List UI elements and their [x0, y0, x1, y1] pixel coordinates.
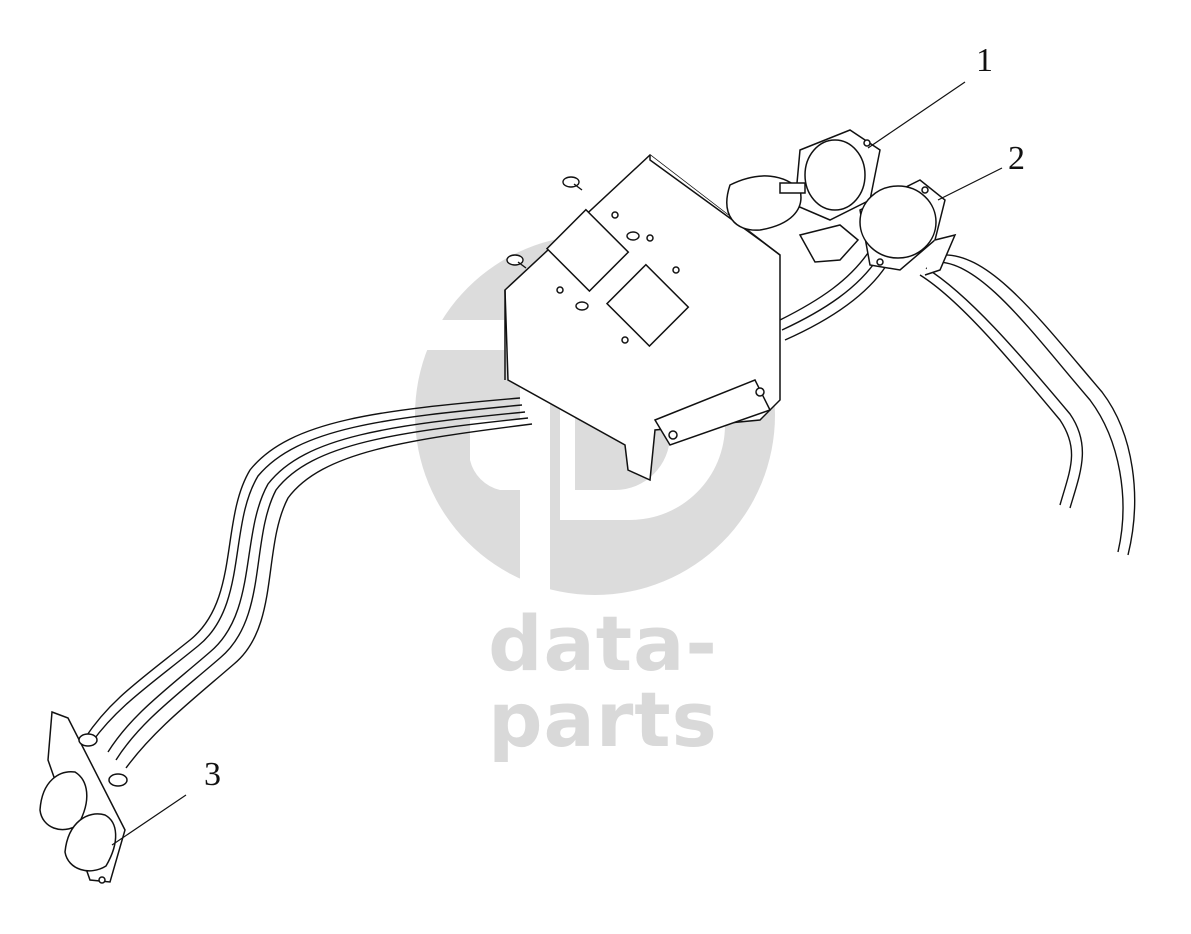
valve-part-1 [726, 129, 881, 231]
callout-label-2: 2 [1008, 140, 1025, 177]
leader-line-2 [937, 167, 1003, 201]
cable-bundle [84, 397, 533, 769]
connector-plate-part-3 [39, 710, 128, 884]
valve-part-2 [798, 179, 957, 276]
callout-label-1: 1 [976, 42, 993, 79]
leader-lines [111, 81, 1003, 846]
bolts [506, 176, 640, 311]
leader-line-1 [867, 81, 966, 149]
right-hoses [779, 249, 1136, 556]
watermark-text: data-parts [488, 599, 718, 764]
callout-label-3: 3 [204, 756, 221, 793]
leader-line-3 [111, 794, 187, 846]
